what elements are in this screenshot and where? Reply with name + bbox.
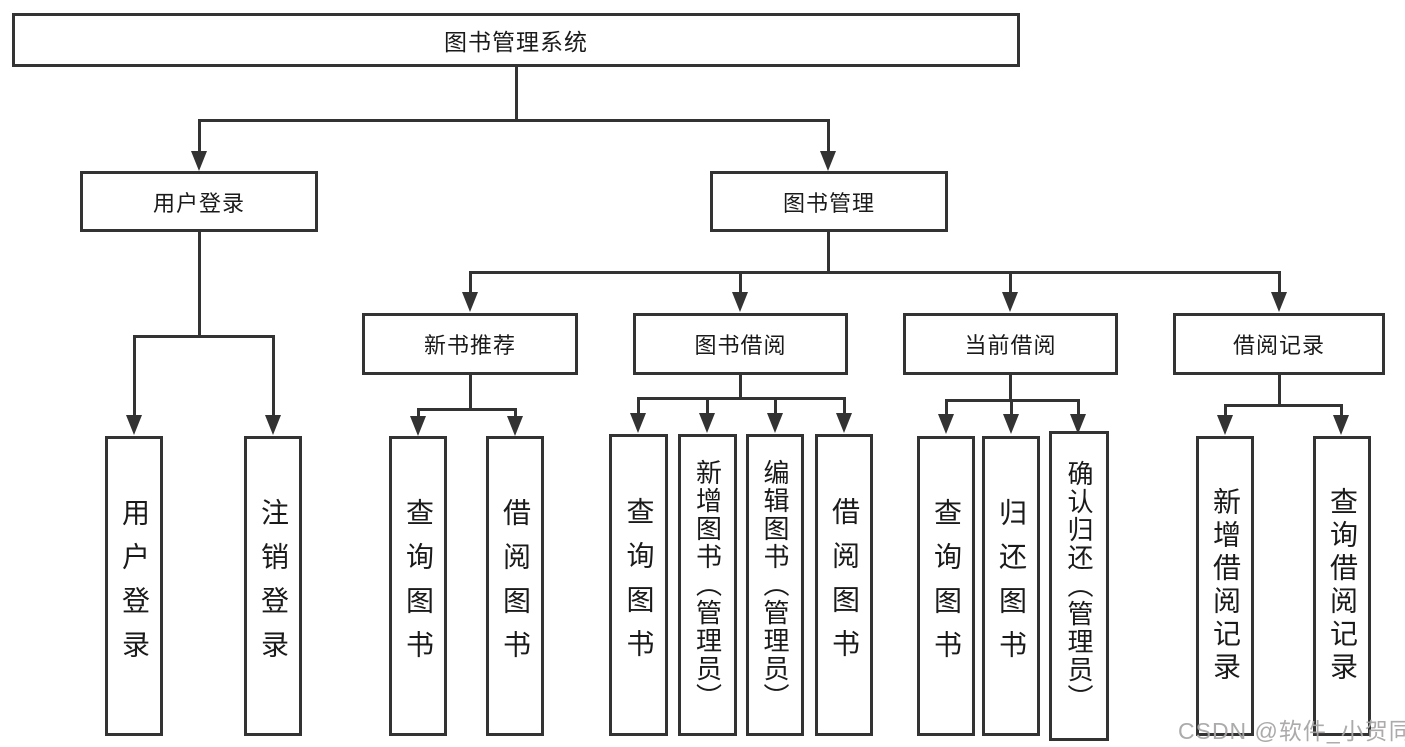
- leaf-cb-return-books: 归还图书: [982, 436, 1040, 736]
- leaf-rec-query-books: 查询图书: [389, 436, 447, 736]
- connector-current-stem: [1009, 375, 1012, 400]
- leaf-bb-add-books-admin: 新增图书（管理员）: [678, 434, 737, 736]
- node-label: 新书推荐: [423, 333, 516, 358]
- connector-rec-rail: [417, 408, 517, 411]
- connector-drop-user-login: [198, 119, 201, 153]
- arrow-down-icon: [699, 413, 715, 433]
- connector-drop: [417, 408, 420, 418]
- connector-drop: [637, 397, 640, 414]
- leaf-label: 新增借阅记录: [1210, 487, 1241, 685]
- connector-drop-book-borrow: [739, 271, 742, 293]
- leaf-label: 查询图书: [623, 497, 655, 673]
- arrow-down-icon: [938, 414, 954, 434]
- leaf-label: 查询图书: [403, 498, 434, 674]
- connector-userlogin-rail: [133, 335, 274, 338]
- leaf-bb-borrow-books: 借阅图书: [815, 434, 873, 736]
- node-label: 当前借阅: [964, 333, 1057, 358]
- leaf-bb-query-books: 查询图书: [609, 434, 668, 736]
- leaf-label: 新增图书（管理员）: [692, 459, 723, 711]
- leaf-cb-confirm-return-admin: 确认归还（管理员）: [1049, 431, 1109, 741]
- connector-root-rail: [198, 119, 830, 122]
- connector-drop: [843, 397, 846, 414]
- leaf-label: 查询图书: [931, 498, 962, 674]
- node-new-book-recommendation: 新书推荐: [362, 313, 578, 375]
- leaf-label: 注销登录: [258, 498, 289, 674]
- connector-drop: [1077, 399, 1080, 415]
- arrow-down-icon: [836, 413, 852, 433]
- node-label: 借阅记录: [1232, 333, 1325, 358]
- csdn-watermark: CSDN @软件_小贺同学: [1178, 718, 1405, 744]
- node-label: 图书借阅: [694, 333, 787, 358]
- arrow-down-icon: [1217, 415, 1233, 435]
- connector-drop-leaf-logout: [272, 335, 275, 416]
- connector-borrow-rail: [637, 397, 846, 400]
- connector-rec-stem: [469, 375, 472, 408]
- node-label: 图书管理: [782, 190, 875, 216]
- leaf-cb-query-books: 查询图书: [917, 436, 975, 736]
- connector-drop: [774, 397, 777, 414]
- connector-root-stem: [515, 67, 518, 120]
- node-current-borrowing: 当前借阅: [903, 313, 1118, 375]
- leaf-logout: 注销登录: [244, 436, 302, 736]
- connector-userlogin-stem: [198, 232, 201, 335]
- leaf-records-query: 查询借阅记录: [1313, 436, 1371, 736]
- node-label: 图书管理系统: [444, 29, 588, 55]
- leaf-label: 用户登录: [119, 498, 150, 674]
- arrow-down-icon: [767, 413, 783, 433]
- node-user-login-branch: 用户登录: [80, 171, 318, 232]
- arrow-down-icon: [126, 415, 142, 435]
- connector-drop-borrow-records: [1278, 271, 1281, 293]
- arrow-down-icon: [630, 413, 646, 433]
- connector-bookmgmt-stem: [827, 232, 830, 272]
- leaf-bb-edit-books-admin: 编辑图书（管理员）: [746, 434, 804, 736]
- connector-drop-leaf-login: [133, 335, 136, 416]
- connector-borrow-stem: [739, 375, 742, 398]
- node-library-management-system: 图书管理系统: [12, 13, 1020, 67]
- connector-drop-current-borrow: [1009, 271, 1012, 293]
- arrow-down-icon: [1002, 292, 1018, 312]
- arrow-down-icon: [462, 292, 478, 312]
- node-book-management-branch: 图书管理: [710, 171, 948, 232]
- leaf-label: 归还图书: [996, 498, 1027, 674]
- arrow-down-icon: [732, 292, 748, 312]
- node-borrowing-records: 借阅记录: [1173, 313, 1385, 375]
- connector-drop: [1340, 404, 1343, 416]
- leaf-user-login: 用户登录: [105, 436, 163, 736]
- arrow-down-icon: [265, 415, 281, 435]
- connector-drop-book-mgmt: [827, 119, 830, 153]
- arrow-down-icon: [507, 416, 523, 436]
- arrow-down-icon: [1333, 415, 1349, 435]
- leaf-label: 确认归还（管理员）: [1064, 460, 1094, 712]
- leaf-label: 借阅图书: [829, 497, 860, 673]
- arrow-down-icon: [191, 151, 207, 171]
- node-book-borrowing: 图书借阅: [633, 313, 848, 375]
- connector-drop: [514, 408, 517, 418]
- arrow-down-icon: [1003, 414, 1019, 434]
- connector-drop: [1010, 399, 1013, 415]
- connector-drop: [945, 399, 948, 415]
- connector-drop-new-book-rec: [469, 271, 472, 293]
- leaf-rec-borrow-books: 借阅图书: [486, 436, 544, 736]
- leaf-label: 借阅图书: [500, 498, 531, 674]
- arrow-down-icon: [410, 416, 426, 436]
- node-label: 用户登录: [152, 190, 245, 216]
- connector-records-stem: [1278, 375, 1281, 405]
- connector-bookmgmt-rail: [469, 271, 1280, 274]
- leaf-records-add: 新增借阅记录: [1196, 436, 1254, 736]
- arrow-down-icon: [1070, 414, 1086, 434]
- arrow-down-icon: [820, 151, 836, 171]
- leaf-label: 编辑图书（管理员）: [760, 459, 790, 711]
- leaf-label: 查询借阅记录: [1327, 487, 1358, 685]
- arrow-down-icon: [1271, 292, 1287, 312]
- connector-drop: [1224, 404, 1227, 416]
- connector-drop: [706, 397, 709, 414]
- connector-records-rail: [1224, 404, 1343, 407]
